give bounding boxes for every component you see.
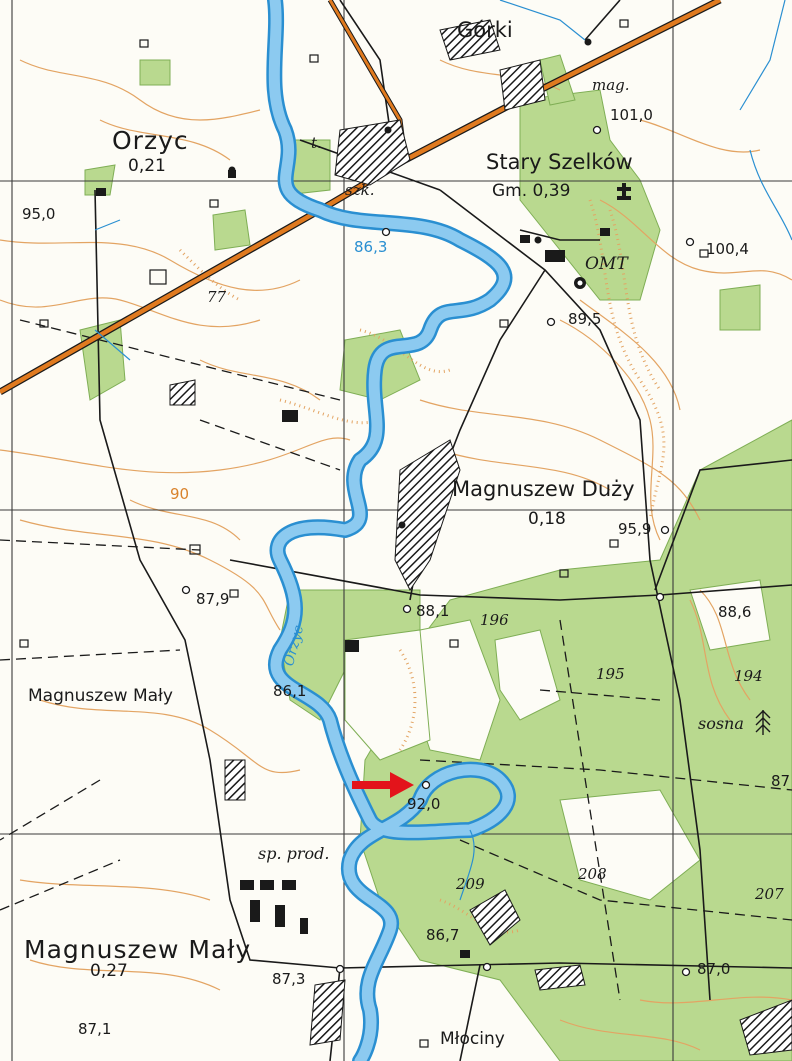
label-gmina: Gm. 0,39 [492,181,571,201]
forest-section-195: 195 [596,665,625,683]
label-t: t. [311,134,322,152]
forest-section-194: 194 [734,667,763,685]
elevation-88-1: 88,1 [416,602,450,620]
label-sosna: sosna [698,714,744,733]
elevation-77: 77 [207,288,227,306]
elevation-95-9: 95,9 [618,520,652,538]
contour-label-90: 90 [170,485,190,503]
place-magnuszew-maly: Magnuszew Mały [24,935,252,964]
elevation-87-0: 87,0 [697,960,731,978]
place-gorki: Górki [457,18,513,42]
elevation-86-7: 86,7 [426,926,460,944]
elevation-86-1: 86,1 [273,682,307,700]
coniferous-tree-icon [755,710,771,735]
contour-lines [0,59,792,1051]
forest-section-196: 196 [480,611,509,629]
forest-section-208: 208 [578,865,607,883]
label-szk: szk. [345,181,375,199]
spot-heights [181,125,695,977]
forest-section-209: 209 [456,875,485,893]
dashed-paths [0,319,792,1001]
elevation-88-6: 88,6 [718,603,752,621]
elevation-92-0: 92,0 [407,795,441,813]
river-orzyc [266,0,516,1061]
place-stary-szelkow: Stary Szelków [486,150,633,174]
buildings [96,170,610,958]
forest-section-207: 207 [755,885,784,903]
elevation-95-0: 95,0 [22,205,56,223]
forest-clearings [344,579,771,901]
elevation-100-4: 100,4 [706,240,749,258]
red-arrow-icon [352,772,414,798]
label-mag: mag. [592,76,630,94]
omt-marker [574,277,586,289]
label-omt: OMT [585,254,628,274]
elevation-87-9: 87,9 [196,590,230,608]
population-orzyc: 0,21 [128,156,166,176]
elevation-87-1: 87,1 [78,1020,112,1038]
elevation-89-5: 89,5 [568,310,602,328]
streams [94,0,792,901]
elevation-87-3: 87,3 [272,970,306,988]
place-magnuszew-duzy: Magnuszew Duży [452,477,635,501]
place-orzyc: Orzyc [112,126,189,155]
small-houses [19,19,709,1048]
built-up-areas [169,19,792,1056]
population-magnuszew-maly: 0,27 [90,961,128,981]
population-magnuszew-duzy: 0,18 [528,509,566,529]
church-icon [617,183,631,200]
label-sp-prod: sp. prod. [258,844,330,863]
elevation-86-3: 86,3 [354,238,388,256]
elevation-87: 87 [771,772,791,790]
forest-areas [79,54,792,1061]
black-dots [228,38,592,529]
place-magnuszew-maly-small: Magnuszew Mały [28,686,173,706]
place-mlociny: Młociny [440,1029,505,1049]
elevation-101-0: 101,0 [610,106,653,124]
